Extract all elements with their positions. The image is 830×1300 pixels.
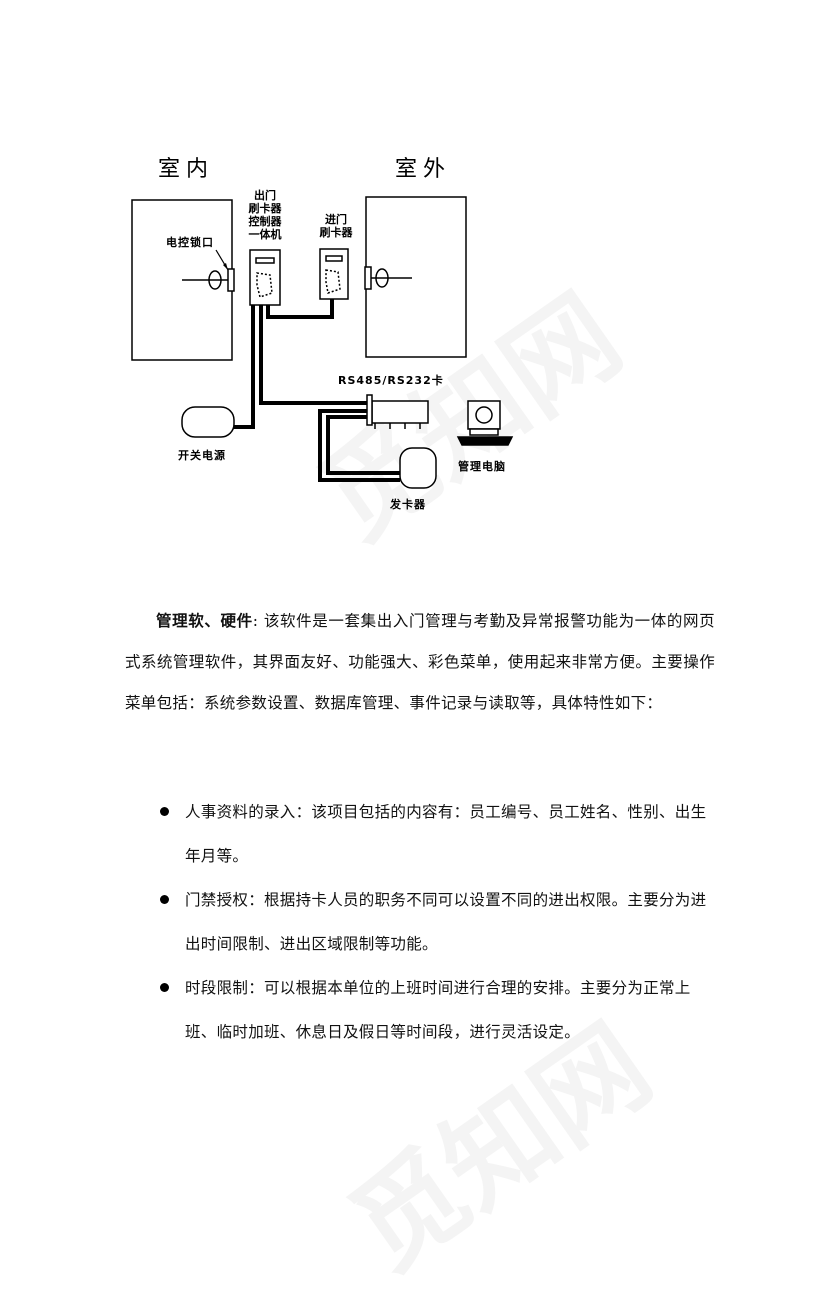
label-lock: 电控锁口 bbox=[166, 236, 214, 249]
label-entry-reader: 进门 刷卡器 bbox=[319, 213, 353, 239]
label-issuer: 发卡器 bbox=[390, 498, 426, 511]
bullet-icon bbox=[160, 807, 169, 816]
label-exit-reader: 出门 刷卡器 控制器 一体机 bbox=[248, 189, 282, 241]
indoor-handle bbox=[182, 268, 235, 292]
label-pc: 管理电脑 bbox=[458, 460, 506, 473]
para-bold-lead: 管理软、硬件 bbox=[156, 611, 253, 630]
bullet-icon bbox=[160, 895, 169, 904]
management-pc bbox=[456, 400, 514, 446]
bullet-icon bbox=[160, 983, 169, 992]
exit-reader-unit bbox=[249, 249, 281, 306]
cables bbox=[232, 299, 400, 482]
list-item: 时段限制：可以根据本单位的上班时间进行合理的安排。主要分为正常上班、临时加班、休… bbox=[160, 966, 720, 1054]
access-control-diagram: 室内 室外 出门 刷卡器 控制器 一体机 进门 刷卡器 电控锁口 RS485/R… bbox=[120, 145, 540, 525]
entry-reader-unit bbox=[319, 248, 349, 300]
outdoor-handle bbox=[364, 266, 412, 290]
list-item: 人事资料的录入：该项目包括的内容有：员工编号、员工姓名、性别、出生年月等。 bbox=[160, 790, 720, 878]
para-body: : 该软件是一套集出入门管理与考勤及异常报警功能为一体的网页式系统管理软件，其界… bbox=[125, 612, 715, 712]
rs-card bbox=[366, 394, 429, 429]
document-page: 觅知网 觅知网 bbox=[120, 145, 720, 1296]
label-rs-card: RS485/RS232卡 bbox=[338, 374, 444, 387]
label-power: 开关电源 bbox=[178, 449, 226, 462]
label-indoor: 室内 bbox=[158, 157, 215, 182]
outdoor-door bbox=[365, 196, 467, 358]
intro-paragraph: 管理软、硬件: 该软件是一套集出入门管理与考勤及异常报警功能为一体的网页式系统管… bbox=[125, 600, 715, 724]
power-supply bbox=[181, 406, 235, 438]
label-outdoor: 室外 bbox=[395, 157, 452, 182]
list-item: 门禁授权：根据持卡人员的职务不同可以设置不同的进出权限。主要分为进出时间限制、进… bbox=[160, 878, 720, 966]
diagram-drawing bbox=[131, 196, 514, 489]
feature-list: 人事资料的录入：该项目包括的内容有：员工编号、员工姓名、性别、出生年月等。 门禁… bbox=[160, 790, 720, 1054]
card-issuer bbox=[399, 447, 437, 489]
